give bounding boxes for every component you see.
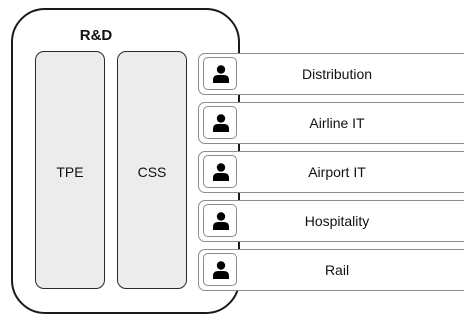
unit-label-airline-it: Airline IT — [309, 115, 365, 131]
column-label-css: CSS — [137, 164, 167, 180]
unit-row-hospitality: Hospitality — [198, 200, 464, 242]
unit-icon-box — [203, 155, 237, 188]
person-icon — [213, 212, 229, 230]
unit-row-airport-it: Airport IT — [198, 151, 464, 193]
unit-icon-box — [203, 106, 237, 139]
unit-icon-box — [203, 57, 237, 90]
column-css: CSS — [117, 51, 187, 289]
column-label-tpe: TPE — [56, 164, 84, 180]
unit-row-rail: Rail — [198, 249, 464, 291]
person-icon — [213, 163, 229, 181]
person-icon — [213, 261, 229, 279]
unit-row-airline-it: Airline IT — [198, 102, 464, 144]
unit-label-distribution: Distribution — [301, 66, 373, 82]
column-tpe: TPE — [35, 51, 105, 289]
unit-icon-box — [203, 253, 237, 286]
person-icon — [213, 65, 229, 83]
unit-row-distribution: Distribution — [198, 53, 464, 95]
rd-group-title: R&D — [79, 27, 113, 44]
unit-label-airport-it: Airport IT — [308, 164, 366, 180]
unit-label-hospitality: Hospitality — [304, 213, 370, 229]
person-icon — [213, 114, 229, 132]
unit-icon-box — [203, 204, 237, 237]
unit-label-rail: Rail — [324, 262, 350, 278]
